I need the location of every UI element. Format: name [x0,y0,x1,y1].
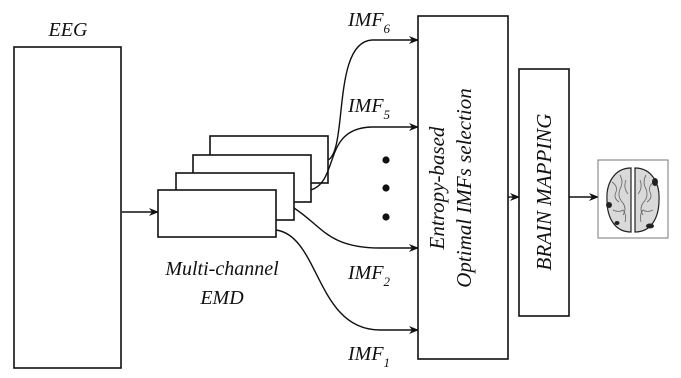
emd-label-line1: Multi-channel [164,258,279,280]
curve-imf1 [275,229,419,334]
brain-mapping-box [518,68,570,317]
imf2-label: IMF2 [347,262,391,289]
imf5-label: IMF5 [347,95,391,122]
eeg-signal-panel [13,46,122,369]
curve-imf2 [293,207,419,252]
imf-selection-box [417,15,509,360]
vertical-ellipsis-icon [382,156,390,221]
curve-imf6 [327,36,419,161]
emd-box-stack [157,135,329,238]
curve-imf5 [310,123,419,191]
emd-label-line2: EMD [199,287,244,309]
selection-label-line1: Entropy-based [425,126,449,250]
brain-mapping-label: BRAIN MAPPING [532,114,556,271]
emd-box-front [157,189,277,238]
eeg-label: EEG [48,19,88,41]
selection-label-line2: Optimal IMFs selection [452,88,476,287]
imf6-label: IMF6 [347,9,391,36]
brain-map-icon [597,159,669,239]
imf1-label: IMF1 [347,343,390,370]
